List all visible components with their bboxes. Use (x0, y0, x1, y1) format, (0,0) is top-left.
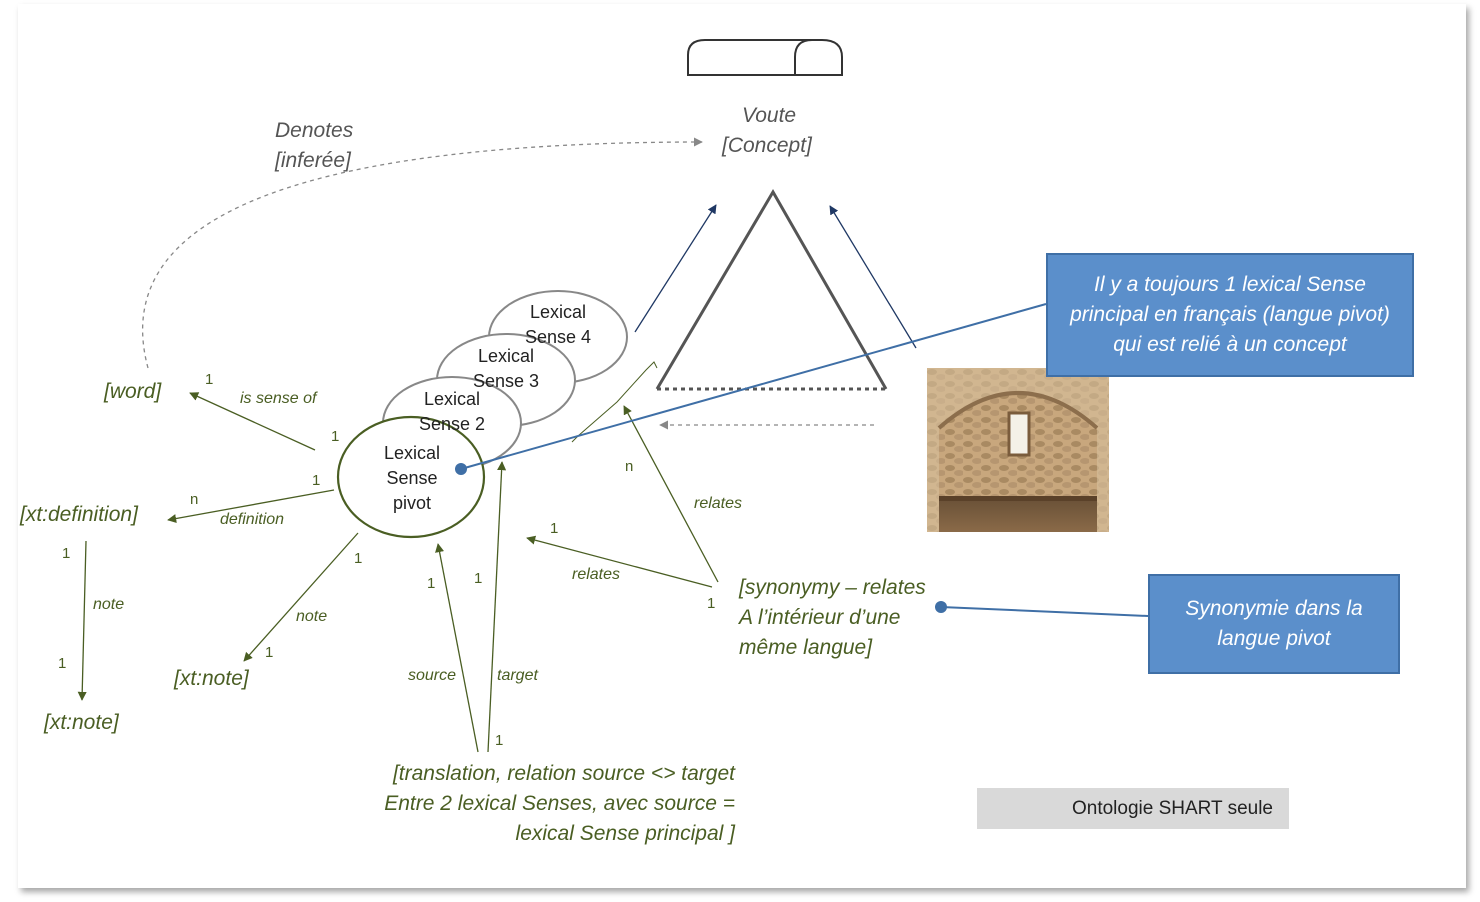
denotes-type: [inferée] (275, 149, 351, 172)
card-word: 1 (205, 371, 214, 388)
semiotic-triangle (655, 189, 888, 391)
edge-label-definition: definition (220, 511, 285, 528)
edge-is-sense-of (189, 392, 316, 451)
sense3-line2: Sense 3 (472, 371, 540, 391)
callout-synonymy: Synonymie dans la langue pivot (1148, 574, 1400, 674)
card-pivot-def: 1 (312, 472, 321, 489)
translation-line3: lexical Sense principal ] (515, 822, 735, 845)
denotes-dashed-arrow (142, 137, 703, 369)
callout-synonymy-dot (935, 601, 947, 613)
concept-label: Voute (742, 104, 797, 127)
sense2-line1: Lexical (423, 389, 481, 409)
synonymy-line3: même langue] (739, 636, 873, 659)
edge-label-source: source (408, 667, 457, 684)
card-note-bottom: 1 (58, 655, 67, 672)
callout-pivot-line (460, 303, 1047, 470)
edge-relates-high (623, 405, 719, 583)
pivot-line1: Lexical (383, 443, 441, 463)
definition-node: [xt:definition] (20, 503, 138, 526)
card-def-n: n (190, 491, 199, 508)
lexical-sense-pivot-ellipse (336, 415, 486, 539)
card-translation: 1 (495, 732, 504, 749)
card-def-note: 1 (62, 545, 71, 562)
card-relates-low: 1 (550, 520, 559, 537)
sense3-line1: Lexical (477, 346, 535, 366)
card-pivot-note: 1 (354, 550, 363, 567)
denotes-label: Denotes (275, 119, 354, 142)
note-node-mid: [xt:note] (174, 667, 249, 690)
arrow-image-to-concept (829, 205, 917, 349)
edge-note-mid (243, 532, 359, 662)
slide-canvas (18, 4, 1466, 888)
edge-relates-low (526, 535, 713, 588)
edge-label-is-sense-of: is sense of (240, 390, 317, 407)
translation-line2: Entre 2 lexical Senses, avec source = (384, 792, 735, 815)
footer-label: Ontologie SHART seule (977, 788, 1289, 829)
sense2-line2: Sense 2 (418, 414, 486, 434)
card-note-mid: 1 (265, 644, 274, 661)
sense4-line1: Lexical (529, 302, 587, 322)
edge-label-relates-low: relates (572, 566, 621, 583)
edge-label-target: target (497, 667, 538, 684)
pivot-line3: pivot (392, 493, 432, 513)
vault-icon (687, 39, 843, 76)
sense4-line2: Sense 4 (524, 327, 592, 347)
word-node: [word] (104, 380, 162, 403)
edge-label-note-left: note (93, 596, 125, 613)
edge-definition (167, 489, 335, 524)
synonymy-line2: A l’intérieur d’une (739, 606, 901, 629)
synonymy-line1: [synonymy – relates (739, 576, 926, 599)
callout-pivot-dot (455, 463, 467, 475)
vault-photo (927, 368, 1109, 532)
note-node-bottom: [xt:note] (44, 711, 119, 734)
card-source: 1 (427, 575, 436, 592)
callout-pivot-sense: Il y a toujours 1 lexical Sense principa… (1046, 253, 1414, 377)
callout-synonymy-line (940, 606, 1149, 617)
card-synonymy: 1 (707, 595, 716, 612)
card-target: 1 (474, 570, 483, 587)
edge-note-left (77, 540, 87, 701)
translation-line1: [translation, relation source <> target (392, 762, 735, 785)
edge-source (435, 543, 479, 753)
concept-type: [Concept] (722, 134, 812, 157)
pivot-line2: Sense (386, 468, 438, 488)
edge-label-note-mid: note (296, 608, 328, 625)
edge-target (487, 461, 507, 753)
card-pivot-word: 1 (331, 428, 340, 445)
card-relates-high: n (625, 458, 634, 475)
edge-label-relates-high: relates (694, 495, 743, 512)
arrow-sense-to-concept (634, 204, 717, 333)
